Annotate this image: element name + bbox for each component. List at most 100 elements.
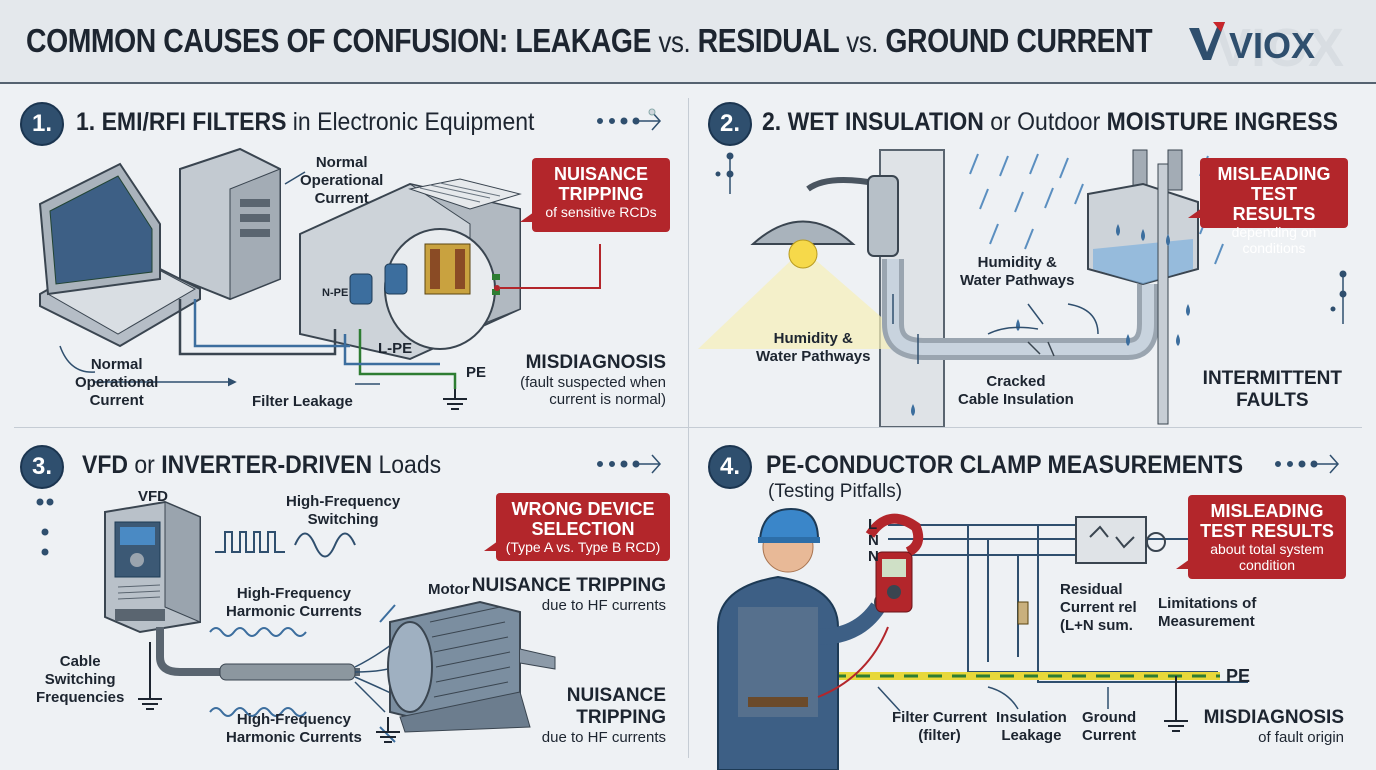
panel-title-bold: 1. EMI/RFI FILTERS: [76, 108, 287, 136]
annotation-arrows-icon: [59, 171, 380, 387]
panel-title-rest: Loads: [372, 451, 442, 479]
logo-accent-icon: [1213, 22, 1225, 32]
label-insulation-leakage: Insulation Leakage: [996, 709, 1067, 744]
cable-segment: [219, 663, 356, 681]
note-text: due to HF currents: [541, 597, 666, 614]
panel-title-mid: or: [128, 451, 162, 479]
vertical-divider: [688, 98, 689, 758]
label-cracked-insulation: Cracked Cable Insulation: [958, 373, 1074, 408]
panel-title: VFD or INVERTER-DRIVEN Loads: [82, 451, 441, 480]
callout-misleading-condition: MISLEADING TEST RESULTS about total syst…: [1176, 495, 1346, 579]
motor-cable: [156, 627, 360, 676]
label-n-pe: N-PE: [322, 287, 349, 299]
callout-line-3: about total system condition: [1210, 541, 1324, 573]
note-misdiagnosis: MISDIAGNOSIS (fault suspected when curre…: [520, 352, 666, 408]
technician-icon: [717, 507, 892, 770]
label-filter-leakage: Filter Leakage: [252, 393, 353, 410]
panel-vfd-loads: 3. VFD or INVERTER-DRIVEN Loads WRONG DE…: [0, 427, 688, 770]
callout-line-3: (Type A vs. Type B RCD): [505, 539, 661, 555]
emi-filter-illustration: [38, 108, 662, 410]
laptop-icon: [38, 162, 201, 348]
label-residual-current: Residual Current rel (L+N sum.: [1060, 581, 1137, 634]
label-vfd: VFD: [138, 488, 168, 505]
note-misdiagnosis-origin: MISDIAGNOSIS of fault origin: [1204, 707, 1344, 746]
callout-nuisance-tripping: NUISANCE TRIPPING of sensitive RCDs: [520, 158, 670, 232]
logo-v-icon: [1189, 22, 1225, 60]
panel-title-bold: VFD: [82, 451, 128, 479]
label-normal-current-top: Normal Operational Current: [300, 154, 384, 207]
callout-line-2: TEST RESULTS: [1200, 521, 1334, 541]
label-humidity-left: Humidity & Water Pathways: [756, 330, 871, 365]
motor-icon: [387, 600, 556, 733]
network-dots-icon: [597, 108, 662, 131]
callout-line-1: NUISANCE: [553, 164, 648, 184]
panel-title-bold: 2. WET INSULATION: [762, 108, 984, 136]
label-hf-harmonic-top: High-Frequency Harmonic Currents: [226, 585, 362, 620]
note-title: MISDIAGNOSIS: [1203, 707, 1344, 728]
panel-number-badge: 3.: [20, 445, 64, 489]
panel-wet-insulation: 2. 2. WET INSULATION or Outdoor MOISTURE…: [688, 84, 1376, 427]
title-part-residual: RESIDUAL: [697, 22, 840, 59]
vfd-illustration: [36, 454, 662, 743]
label-cable-switching: Cable Switching Frequencies: [36, 653, 125, 706]
note-title: NUISANCE TRIPPING: [471, 575, 666, 596]
ground-symbol-icon: [1164, 676, 1188, 732]
panel-emi-filters: 1. 1. EMI/RFI FILTERS in Electronic Equi…: [0, 84, 688, 427]
note-title: MISDIAGNOSIS: [525, 352, 666, 373]
label-limitations: Limitations of Measurement: [1158, 595, 1257, 630]
callout-line-1: WRONG DEVICE: [511, 499, 655, 519]
street-lamp-icon: [750, 177, 881, 269]
panel-title: PE-CONDUCTOR CLAMP MEASUREMENTS: [766, 451, 1243, 480]
label-normal-current-left: Normal Operational Current: [75, 356, 159, 409]
callout-line-3: depending on conditions: [1231, 224, 1317, 256]
logo-text: VIOX: [1229, 25, 1315, 66]
callout-line-1: MISLEADING: [1217, 164, 1331, 184]
network-dots-icon: [715, 152, 1347, 324]
panel-title-bold: PE-CONDUCTOR CLAMP MEASUREMENTS: [766, 451, 1244, 479]
panel-title-mid: or Outdoor: [983, 108, 1107, 136]
panel-title-bold-2: MOISTURE INGRESS: [1106, 108, 1338, 136]
harmonic-wave-icon: [209, 604, 396, 743]
pe-ground-symbol-icon: [443, 389, 467, 410]
callout-misleading-results: MISLEADING TEST RESULTS depending on con…: [1188, 158, 1348, 256]
page-title: COMMON CAUSES OF CONFUSION: LEAKAGE vs. …: [26, 22, 1153, 60]
panel-title: 2. WET INSULATION or Outdoor MOISTURE IN…: [762, 108, 1338, 137]
filter-enclosure-icon: [299, 178, 522, 361]
pwm-waveform-icon: [215, 531, 356, 558]
title-vs-2: vs.: [846, 26, 878, 59]
label-pe: PE: [466, 364, 487, 381]
callout-line-2: TRIPPING: [558, 184, 644, 204]
svg-text:VIOX: VIOX: [1215, 18, 1344, 68]
network-dots-icon: [36, 454, 662, 556]
filter-box: [1075, 516, 1147, 564]
label-l: L: [868, 516, 878, 533]
panel-title-rest: in Electronic Equipment: [286, 108, 535, 136]
callout-line-2: TEST RESULTS: [1232, 184, 1316, 224]
note-text: of fault origin: [1258, 729, 1344, 746]
desktop-tower-icon: [179, 147, 281, 301]
title-vs-1: vs.: [658, 26, 691, 59]
panel-title: 1. EMI/RFI FILTERS in Electronic Equipme…: [76, 108, 534, 137]
ground-symbol-icon: [138, 642, 400, 743]
note-text: (fault suspected when current is normal): [520, 374, 666, 408]
vfd-drive-icon: [104, 500, 201, 634]
water-drops-icon: [911, 224, 1190, 416]
label-pe: PE: [1226, 666, 1251, 686]
label-l-pe: L-PE: [378, 340, 413, 357]
header: COMMON CAUSES OF CONFUSION: LEAKAGE vs. …: [0, 0, 1376, 84]
clamp-meter-icon: [865, 513, 924, 613]
label-hf-switching: High-Frequency Switching: [286, 493, 401, 528]
note-intermittent-faults: INTERMITTENT FAULTS: [1203, 368, 1342, 412]
callout-line-1: MISLEADING: [1210, 501, 1324, 521]
network-dots-icon: [1275, 454, 1340, 474]
note-text: due to HF currents: [541, 729, 666, 746]
title-part-ground: GROUND CURRENT: [885, 22, 1153, 59]
clamp-measurement-illustration: [717, 454, 1340, 770]
filter-component: [1017, 601, 1029, 625]
callout-wrong-device: WRONG DEVICE SELECTION (Type A vs. Type …: [484, 493, 670, 561]
label-filter-current: Filter Current (filter): [892, 709, 988, 744]
callout-line-2: SELECTION: [531, 519, 635, 539]
label-hf-harmonic-bottom: High-Frequency Harmonic Currents: [226, 711, 362, 746]
panel-number-badge: 4.: [708, 445, 752, 489]
note-nuisance-tripping-1: NUISANCE TRIPPING due to HF currents: [472, 575, 666, 614]
